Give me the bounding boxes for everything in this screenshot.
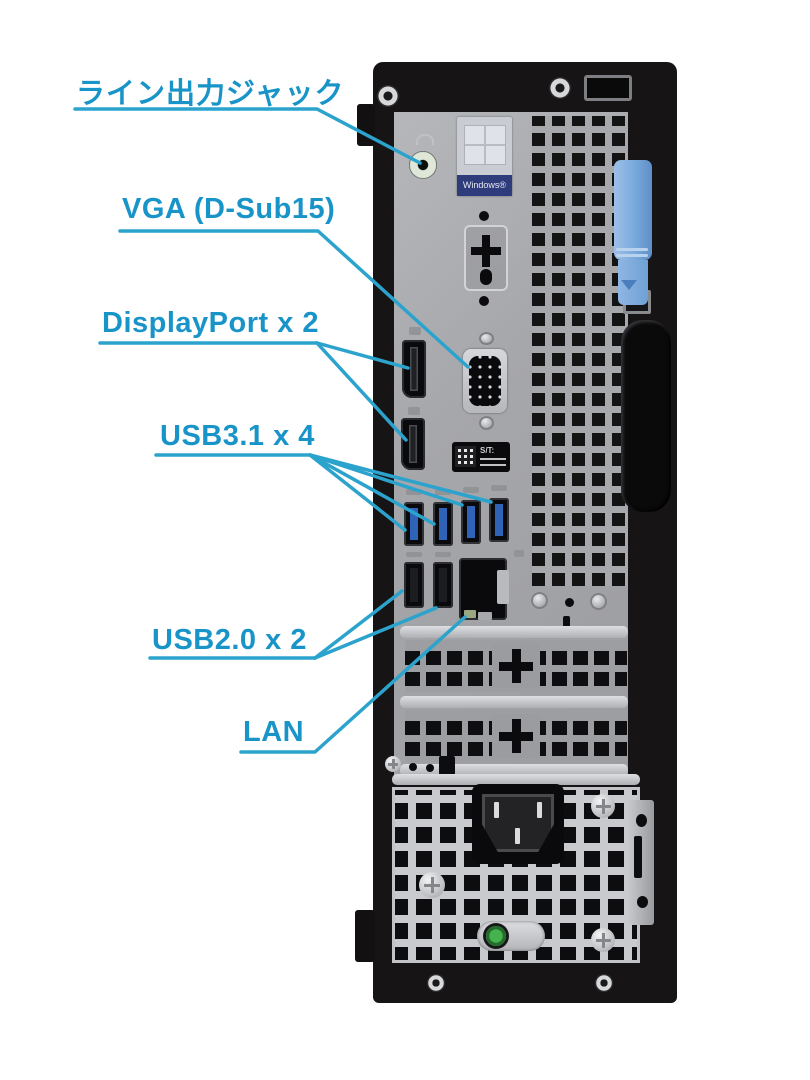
power-pin-ground bbox=[515, 828, 520, 844]
bottom-screw-left bbox=[427, 974, 445, 992]
screw-hole-top bbox=[479, 211, 489, 221]
lan-led-left bbox=[464, 610, 476, 618]
latch-ridge-2 bbox=[616, 254, 648, 257]
windows-sticker-band: Windows® bbox=[457, 175, 512, 196]
chassis-tab-bottom bbox=[355, 910, 375, 962]
usb2-port-2 bbox=[433, 562, 453, 608]
cutout-square bbox=[439, 756, 455, 775]
thumbscrew-right bbox=[549, 77, 571, 99]
lan-latch-tab bbox=[478, 612, 492, 620]
pin-hole-2 bbox=[426, 764, 434, 772]
usb3-icon-1 bbox=[406, 489, 422, 495]
psu-screw-bottom-right bbox=[591, 928, 615, 952]
slot-rail-3 bbox=[400, 764, 628, 776]
thumbscrew-left bbox=[377, 85, 399, 107]
lan-port bbox=[459, 558, 509, 620]
slot-rail-2 bbox=[400, 696, 628, 708]
displayport-icon-1 bbox=[409, 327, 421, 335]
displayport-icon-2 bbox=[408, 407, 420, 415]
slot-rail-1 bbox=[400, 626, 628, 638]
headphone-icon bbox=[416, 134, 434, 145]
service-tag-text: S/T: bbox=[480, 446, 495, 455]
usb3-tongue-4 bbox=[495, 504, 503, 536]
latch-arrow-icon bbox=[621, 280, 637, 290]
padlock-slot bbox=[584, 75, 632, 101]
displayport-port-2 bbox=[401, 418, 425, 470]
panel-screw-left bbox=[385, 756, 401, 772]
latch-grip bbox=[614, 160, 652, 260]
slot-cross-v-2 bbox=[512, 719, 521, 753]
expansion-slot-cover-1 bbox=[405, 640, 627, 692]
windows-logo-icon bbox=[464, 125, 506, 165]
power-pin-left bbox=[494, 802, 499, 818]
usb3-icon-2 bbox=[435, 489, 451, 495]
usb2-icon-1 bbox=[406, 552, 422, 557]
bracket-slot bbox=[634, 836, 642, 878]
psu-screw-mid-left bbox=[419, 872, 445, 898]
power-led bbox=[486, 926, 506, 946]
cross-slot-arm bbox=[471, 247, 501, 255]
psu-bracket bbox=[628, 800, 654, 925]
vga-screw-bottom bbox=[479, 416, 494, 430]
usb2-port-1 bbox=[404, 562, 424, 608]
handle bbox=[621, 320, 671, 512]
hex-screw-right bbox=[590, 593, 607, 610]
usb3-port-4 bbox=[489, 498, 509, 542]
usb3-tongue-2 bbox=[439, 508, 447, 540]
oval-slot bbox=[480, 269, 492, 285]
service-tag-line-1 bbox=[480, 458, 506, 460]
hex-screw-left bbox=[531, 592, 548, 609]
displayport-slot-2 bbox=[409, 425, 417, 463]
vga-label: VGA (D-Sub15) bbox=[122, 193, 336, 225]
usb3-icon-3 bbox=[463, 487, 479, 493]
bracket-hole-top bbox=[636, 814, 647, 827]
vent-grid bbox=[532, 116, 628, 586]
usb2-tongue-2 bbox=[439, 568, 447, 602]
center-hole bbox=[565, 598, 574, 607]
qr-code bbox=[455, 446, 476, 467]
usb3-port-2 bbox=[433, 502, 453, 546]
power-inlet-socket bbox=[482, 794, 554, 852]
psu-screw-top-right bbox=[591, 794, 615, 818]
blue-release-latch bbox=[614, 160, 654, 305]
power-led-slot bbox=[477, 921, 545, 951]
displayport-port-1 bbox=[402, 340, 426, 398]
usb3-port-1 bbox=[404, 502, 424, 546]
usb3-tongue-3 bbox=[467, 506, 475, 538]
computer-rear-panel: Windows® S/T: bbox=[355, 62, 677, 1003]
screw-hole-bottom bbox=[479, 296, 489, 306]
usb3-icon-4 bbox=[491, 485, 507, 491]
chassis-tab-top bbox=[357, 104, 375, 146]
latch-ridge-1 bbox=[616, 248, 648, 251]
line-out-label: ライン出力ジャック bbox=[76, 78, 345, 110]
vent-slit-bottom bbox=[563, 616, 570, 630]
service-tag-line-2 bbox=[480, 464, 506, 466]
vga-screw-top bbox=[479, 332, 494, 345]
pin-hole-1 bbox=[409, 763, 417, 771]
lan-icon bbox=[514, 550, 524, 557]
vga-pins bbox=[469, 356, 501, 406]
slot-cross-v-1 bbox=[512, 649, 521, 683]
expansion-slot-cover-2 bbox=[405, 710, 627, 762]
psu-top-rail bbox=[392, 774, 640, 785]
usb2-tongue-1 bbox=[410, 568, 418, 602]
service-tag-label: S/T: bbox=[452, 442, 510, 472]
usb3-port-3 bbox=[461, 500, 481, 544]
usb2-icon-2 bbox=[435, 552, 451, 557]
windows-sticker: Windows® bbox=[457, 117, 512, 196]
power-inlet bbox=[472, 784, 564, 864]
usb20-label: USB2.0 x 2 bbox=[152, 624, 307, 656]
line-out-jack bbox=[409, 151, 437, 179]
vga-port bbox=[463, 349, 507, 413]
usb3-tongue-1 bbox=[410, 508, 418, 540]
bottom-screw-right bbox=[595, 974, 613, 992]
displayport-slot-1 bbox=[410, 347, 418, 391]
lan-clip bbox=[497, 570, 509, 604]
lan-label: LAN bbox=[243, 716, 305, 748]
mount-plate bbox=[464, 225, 508, 291]
power-pin-right bbox=[537, 802, 542, 818]
bracket-hole-bottom bbox=[637, 896, 648, 908]
usb31-label: USB3.1 x 4 bbox=[160, 420, 315, 452]
displayport-label: DisplayPort x 2 bbox=[102, 307, 320, 339]
